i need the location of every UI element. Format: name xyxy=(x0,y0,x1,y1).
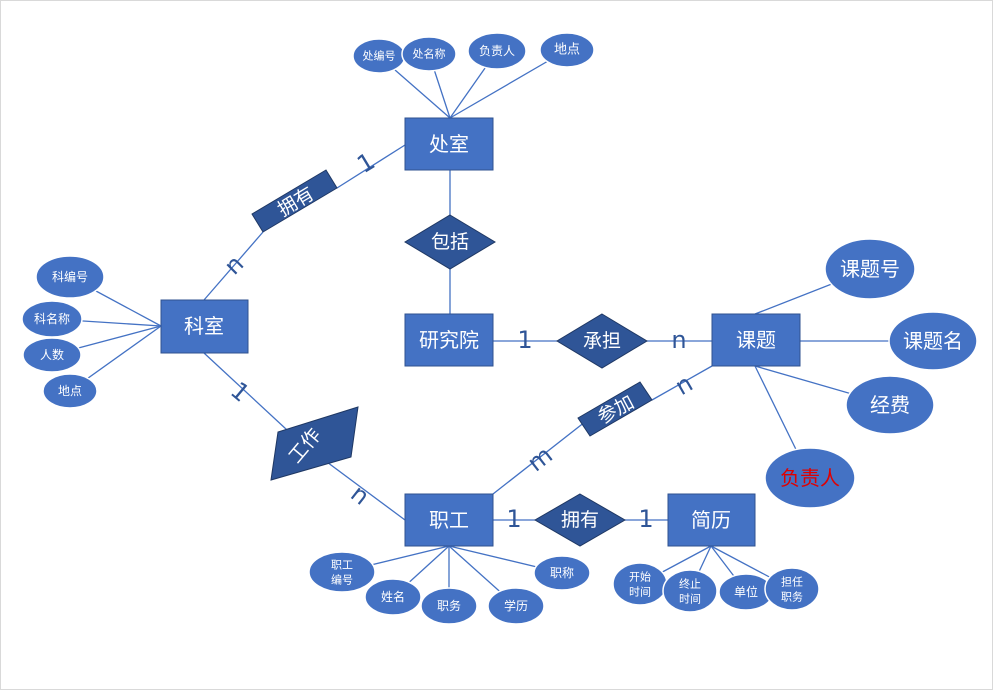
entity-chushi-label: 处室 xyxy=(429,132,469,156)
attr-keti-fuzeren[interactable]: 负责人 xyxy=(764,447,856,509)
attr-jianli-zhongzhi-label: 终止时间 xyxy=(679,577,701,606)
attr-chushi-didian-label: 地点 xyxy=(554,43,580,58)
relationship-canjia[interactable]: 参加 xyxy=(577,381,653,437)
attr-keti-ming[interactable]: 课题名 xyxy=(888,311,978,371)
attr-chushi-mingcheng-label: 处名称 xyxy=(413,47,446,61)
attr-jianli-kaishi[interactable]: 开始时间 xyxy=(612,562,668,606)
cardinality-zhigong-yongyou: 1 xyxy=(506,505,521,533)
cardinality-keshi-yongyou: n xyxy=(219,250,250,281)
attr-chushi-didian[interactable]: 地点 xyxy=(539,32,595,68)
attr-keshi-bianhao[interactable]: 科编号 xyxy=(35,255,105,299)
attr-keshi-renshu[interactable]: 人数 xyxy=(22,337,82,373)
relationship-yongyou-top[interactable]: 拥有 xyxy=(251,169,338,233)
relationship-baokuo-label: 包括 xyxy=(431,231,469,253)
cardinality-keti-canjia: n xyxy=(670,369,697,401)
cardinality-keshi-gongzuo: 1 xyxy=(225,376,255,407)
attr-jianli-kaishi-label: 开始时间 xyxy=(629,570,651,599)
entity-zhigong[interactable]: 职工 xyxy=(404,493,494,547)
relationship-baokuo[interactable]: 包括 xyxy=(404,214,496,270)
entity-keshi[interactable]: 科室 xyxy=(160,299,249,354)
attr-chushi-fuzeren[interactable]: 负责人 xyxy=(467,32,527,70)
entity-yanjiuyuan[interactable]: 研究院 xyxy=(404,313,494,367)
relationship-yongyou-bottom-label: 拥有 xyxy=(561,509,599,531)
entity-jianli-label: 简历 xyxy=(691,508,731,532)
attr-keti-hao[interactable]: 课题号 xyxy=(824,238,916,300)
attr-keshi-didian[interactable]: 地点 xyxy=(42,373,98,409)
attr-zhigong-xueli-label: 学历 xyxy=(504,598,528,613)
attr-zhigong-zhicheng[interactable]: 职称 xyxy=(533,555,591,591)
attr-keshi-bianhao-label: 科编号 xyxy=(52,269,88,284)
attr-keshi-renshu-label: 人数 xyxy=(40,347,64,362)
cardinality-zhigong-gongzuo: n xyxy=(345,479,374,510)
attr-zhigong-xueli[interactable]: 学历 xyxy=(487,587,545,625)
entity-keti[interactable]: 课题 xyxy=(711,313,801,367)
attr-chushi-fuzeren-label: 负责人 xyxy=(479,44,515,58)
attr-keti-jingfei[interactable]: 经费 xyxy=(845,375,935,435)
attr-zhigong-zhiwu[interactable]: 职务 xyxy=(420,587,478,625)
attr-zhigong-xingming[interactable]: 姓名 xyxy=(364,578,422,616)
entity-zhigong-label: 职工 xyxy=(429,508,469,532)
attr-jianli-danren[interactable]: 担任职务 xyxy=(764,567,820,611)
attr-keshi-mingcheng-label: 科名称 xyxy=(34,311,70,326)
attr-keti-fuzeren-label: 负责人 xyxy=(780,466,840,490)
entity-yanjiuyuan-label: 研究院 xyxy=(419,328,479,352)
attr-chushi-bianhao-label: 处编号 xyxy=(363,49,396,63)
entity-chushi[interactable]: 处室 xyxy=(404,117,494,171)
attr-keshi-mingcheng[interactable]: 科名称 xyxy=(21,300,83,338)
cardinality-zhigong-canjia: m xyxy=(522,441,558,477)
attr-chushi-bianhao[interactable]: 处编号 xyxy=(352,38,406,74)
relationship-chengdan-label: 承担 xyxy=(583,330,621,352)
relationship-gongzuo[interactable]: 工作 xyxy=(270,406,359,481)
entity-jianli[interactable]: 简历 xyxy=(667,493,756,547)
attr-jianli-danren-label: 担任职务 xyxy=(781,575,803,604)
cardinality-jianli-yongyou: 1 xyxy=(638,505,653,533)
cardinality-yanjiuyuan-chengdan: 1 xyxy=(517,326,532,354)
entity-keti-label: 课题 xyxy=(736,328,776,352)
attr-jianli-danwei-label: 单位 xyxy=(734,584,758,599)
relationship-yongyou-bottom[interactable]: 拥有 xyxy=(534,493,626,547)
attr-keti-jingfei-label: 经费 xyxy=(870,393,910,417)
attr-keti-hao-label: 课题号 xyxy=(840,257,900,281)
attr-zhigong-zhiwu-label: 职务 xyxy=(437,598,461,613)
entity-keshi-label: 科室 xyxy=(184,314,224,338)
attr-keshi-didian-label: 地点 xyxy=(58,384,82,398)
attr-zhigong-bianhao-label: 职工编号 xyxy=(331,559,353,587)
relationship-chengdan[interactable]: 承担 xyxy=(556,313,648,369)
attr-jianli-zhongzhi[interactable]: 终止时间 xyxy=(662,569,718,613)
cardinality-keti-chengdan: n xyxy=(671,326,686,354)
attr-keti-ming-label: 课题名 xyxy=(903,329,963,353)
attr-zhigong-zhicheng-label: 职称 xyxy=(550,566,574,580)
attr-chushi-mingcheng[interactable]: 处名称 xyxy=(401,36,457,72)
attr-zhigong-xingming-label: 姓名 xyxy=(381,589,405,604)
attr-zhigong-bianhao[interactable]: 职工编号 xyxy=(308,551,376,593)
